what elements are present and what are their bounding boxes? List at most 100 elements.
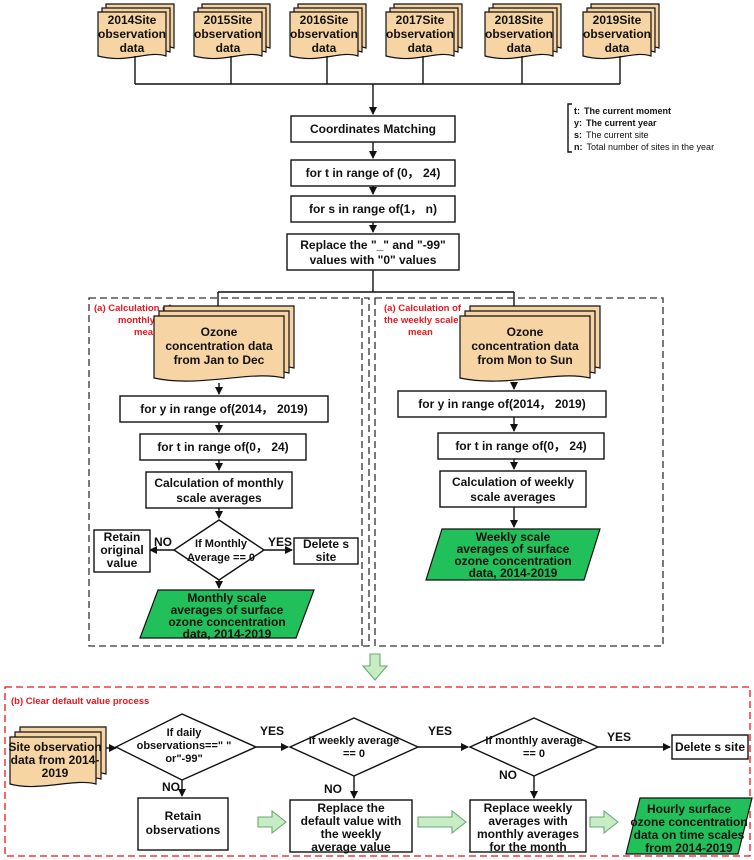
input-doc-2014: 2014Site observation data — [97, 3, 175, 60]
monthly-retain-box — [93, 529, 151, 573]
weekly-calc-label: Calculation of weekly — [452, 475, 574, 489]
weekly-loop-t-box — [437, 432, 605, 460]
legend-item: s:The current site — [574, 130, 649, 140]
monthly-calc-box — [145, 471, 293, 509]
replace-weekly-label: average value — [311, 840, 391, 854]
monthly-doc-label: from Jan to Dec — [174, 353, 265, 367]
yes-label-3: YES — [607, 730, 631, 744]
monthly-title: means — [134, 327, 164, 338]
coordinates-matching-box — [290, 115, 456, 143]
monthly-decision-label: Average == 0 — [187, 552, 255, 564]
input-doc-2018: 2018Site observation data — [484, 3, 562, 60]
site-doc-label: data from 2014- — [11, 753, 100, 767]
clear-default-section: (b) Clear default value process Site obs… — [4, 686, 753, 857]
input-doc-2016: 2016Site observation data — [289, 3, 367, 60]
input-doc-label: observation — [194, 27, 262, 41]
weekly-ozone-document: Ozone concentration data from Mon to Sun — [459, 305, 601, 382]
weekly-output-label: data, 2014-2019 — [469, 566, 558, 580]
monthly-calc-label: scale averages — [176, 491, 262, 505]
replace-monthly-label: averages with — [488, 814, 567, 828]
input-doc-label: observation — [485, 27, 553, 41]
monthly-output-label: data, 2014-2019 — [183, 627, 272, 641]
monthly-average-diamond — [468, 717, 600, 777]
retain-observations-label: observations — [146, 823, 221, 837]
legend-item: y:The current year — [574, 118, 657, 128]
monthly-section: (a) Calculation of monthly scale means O… — [93, 303, 359, 641]
replace-monthly-label: for the month — [489, 840, 566, 854]
legend-item: t:The current moment — [574, 106, 671, 116]
monthly-delete-box — [293, 537, 359, 565]
input-doc-label: 2017Site — [396, 13, 445, 27]
replace-weekly-label: default value with — [301, 814, 402, 828]
weekly-calc-box — [439, 470, 587, 508]
daily-observation-label: observations==" " — [137, 740, 232, 752]
clear-default-panel — [4, 686, 751, 857]
input-doc-2019: 2019Site observation data — [582, 3, 660, 60]
input-doc-label: data — [507, 41, 532, 55]
input-doc-label: 2019Site — [593, 13, 642, 27]
weekly-output-parallelogram — [425, 528, 601, 581]
input-doc-label: observation — [98, 27, 166, 41]
main-pipeline: Coordinates Matching for t in range of (… — [214, 115, 518, 319]
weekly-doc-label: concentration data — [471, 339, 579, 353]
replace-values-box — [286, 233, 460, 271]
daily-observation-label: or"-99" — [165, 753, 202, 765]
monthly-output-label: ozone concentration — [168, 615, 285, 629]
weekly-doc-label: from Mon to Sun — [477, 353, 572, 367]
monthly-doc-label: concentration data — [165, 339, 273, 353]
weekly-doc-label: Ozone — [507, 325, 544, 339]
no-label-1: NO — [162, 780, 180, 794]
retain-observations-label: Retain — [165, 809, 202, 823]
input-doc-label: 2018Site — [495, 13, 544, 27]
monthly-title: monthly scale — [118, 315, 181, 326]
monthly-yes-label: YES — [268, 535, 292, 549]
monthly-retain-label: Retain — [104, 530, 141, 544]
down-arrow-icon — [361, 653, 389, 681]
monthly-panel — [88, 297, 370, 647]
weekly-title: mean — [408, 327, 433, 338]
monthly-output-label: Monthly scale — [187, 591, 267, 605]
input-doc-label: data — [408, 41, 433, 55]
hourly-output-label: from 2014-2019 — [645, 841, 733, 855]
weekly-panel — [374, 297, 664, 647]
replace-weekly-label: Replace the — [317, 801, 385, 815]
right-arrow-icon — [589, 809, 619, 835]
hourly-output-label: data on time scales — [634, 828, 745, 842]
monthly-delete-label: Delete s — [303, 537, 349, 551]
monthly-retain-label: original — [100, 543, 143, 557]
loop-s-label: for s in range of(1， n) — [309, 202, 437, 216]
monthly-calc-label: Calculation of monthly — [154, 476, 284, 490]
daily-observation-label: If daily — [167, 727, 203, 739]
monthly-output-parallelogram — [139, 589, 315, 639]
hourly-output-label: Hourly surface — [647, 802, 731, 816]
monthly-decision-diamond — [172, 519, 266, 581]
replace-weekly-box — [289, 799, 413, 853]
input-doc-label: 2015Site — [204, 13, 253, 27]
monthly-retain-label: value — [107, 556, 138, 570]
replace-monthly-label: Replace weekly — [484, 801, 573, 815]
replace-weekly-label: the weekly — [321, 827, 382, 841]
hourly-output-parallelogram — [625, 797, 753, 855]
monthly-average-label: If monthly average — [485, 735, 582, 747]
weekly-output-label: Weekly scale — [476, 530, 551, 544]
replace-monthly-box — [469, 799, 587, 853]
input-connectors — [134, 56, 621, 115]
right-arrow-icon — [257, 809, 287, 835]
monthly-loop-y-label: for y in range of(2014， 2019) — [140, 402, 307, 416]
weekly-title: (a) Calculation of — [384, 303, 462, 314]
right-arrow-icon — [417, 809, 467, 835]
weekly-title: the weekly scale — [384, 315, 458, 326]
input-doc-2015: 2015Site observation data — [193, 3, 271, 60]
monthly-ozone-document: Ozone concentration data from Jan to Dec — [153, 305, 295, 382]
weekly-average-diamond — [288, 717, 420, 777]
replace-values-label: values with "0" values — [310, 253, 437, 267]
weekly-section: (a) Calculation of the weekly scale mean… — [384, 303, 607, 581]
replace-monthly-label: monthly averages — [477, 827, 579, 841]
input-doc-label: observation — [386, 27, 454, 41]
input-doc-label: observation — [290, 27, 358, 41]
input-documents: 2014Site observation data 2015Site obser… — [97, 3, 660, 60]
monthly-doc-label: Ozone — [201, 325, 238, 339]
monthly-decision-label: If Monthly — [195, 538, 248, 550]
input-doc-label: 2016Site — [300, 13, 349, 27]
